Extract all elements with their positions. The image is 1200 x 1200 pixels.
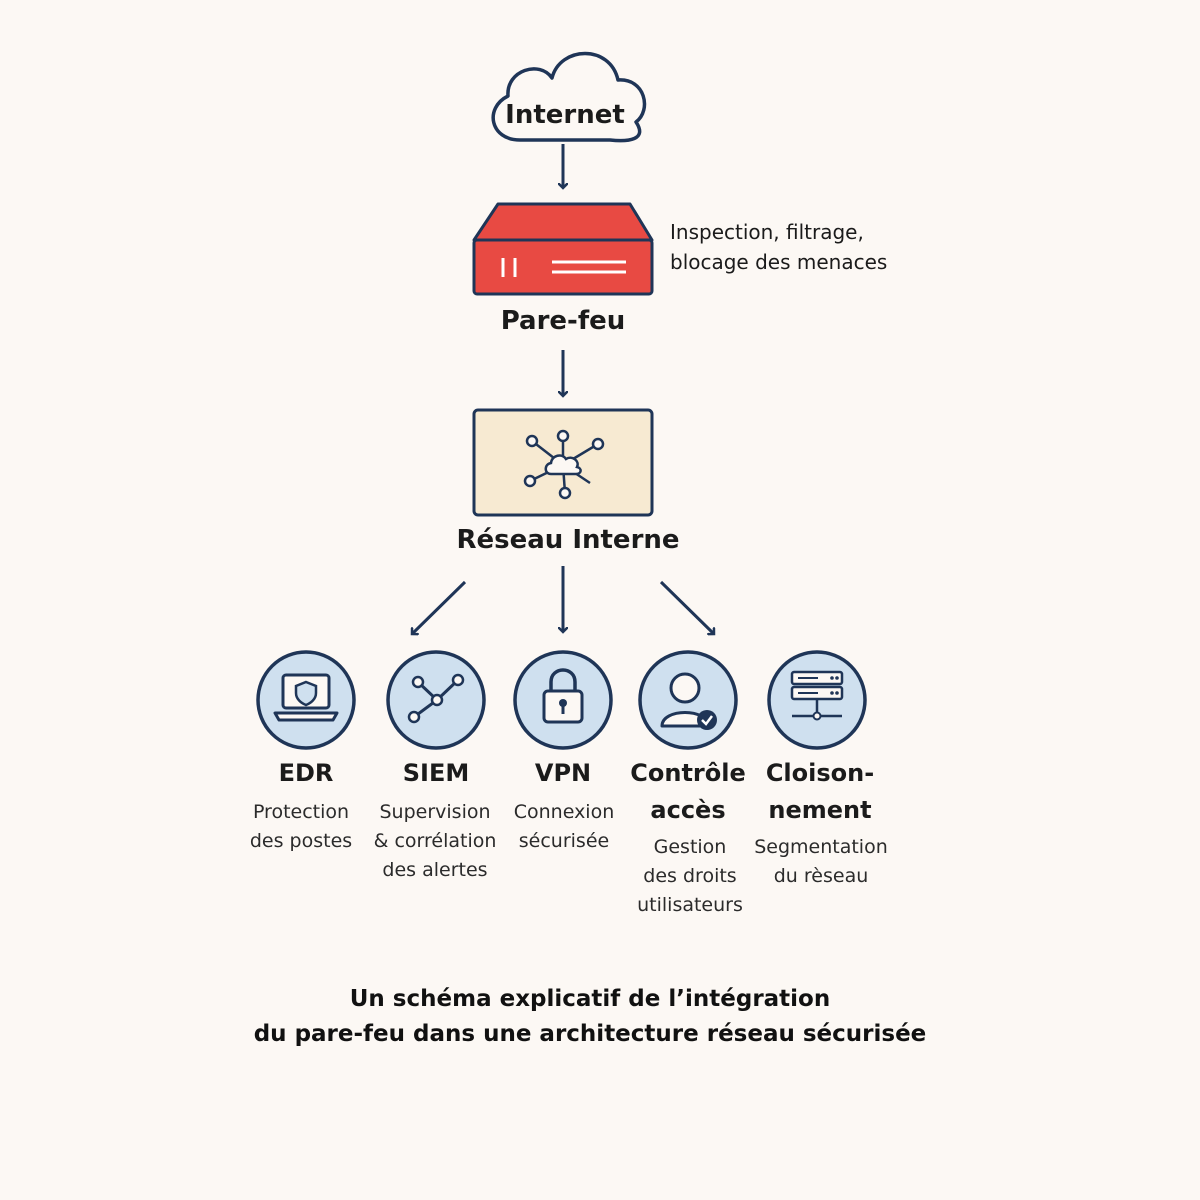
firewall-label: Pare-feu — [500, 306, 626, 336]
arrow-network-to-access — [659, 580, 714, 634]
server-rack-icon — [767, 650, 867, 750]
firewall-note: Inspection, filtrage, blocage des menace… — [670, 220, 888, 274]
service-desc-siem: Supervision & corrélation des alertes — [373, 801, 497, 881]
caption-line-1: Un schéma explicatif de l’intégration — [349, 986, 831, 1012]
caption-line-2: du pare-feu dans une architecture réseau… — [253, 1021, 927, 1047]
service-desc-vpn: Connexion sécurisée — [513, 801, 615, 852]
network-hub-icon — [472, 408, 654, 517]
padlock-icon — [513, 650, 613, 750]
service-title-siem: SIEM — [402, 759, 470, 787]
internet-label: Internet — [505, 100, 625, 130]
service-title-segmentation: Cloison- nement — [765, 759, 875, 824]
service-desc-segmentation: Segmentation du rèseau — [754, 836, 888, 887]
firewall-appliance-icon — [472, 202, 654, 296]
laptop-shield-icon — [256, 650, 356, 750]
cloud-icon — [491, 51, 647, 143]
user-check-icon — [638, 650, 738, 750]
service-title-edr: EDR — [278, 759, 334, 787]
service-title-vpn: VPN — [534, 759, 592, 787]
internal-network-label: Réseau Interne — [456, 525, 680, 555]
arrow-network-to-edr — [412, 580, 467, 634]
graph-nodes-icon — [386, 650, 486, 750]
service-desc-edr: Protection des postes — [249, 801, 353, 852]
service-title-access-control: Contrôle accès — [630, 759, 746, 824]
service-desc-access-control: Gestion des droits utilisateurs — [637, 836, 743, 916]
